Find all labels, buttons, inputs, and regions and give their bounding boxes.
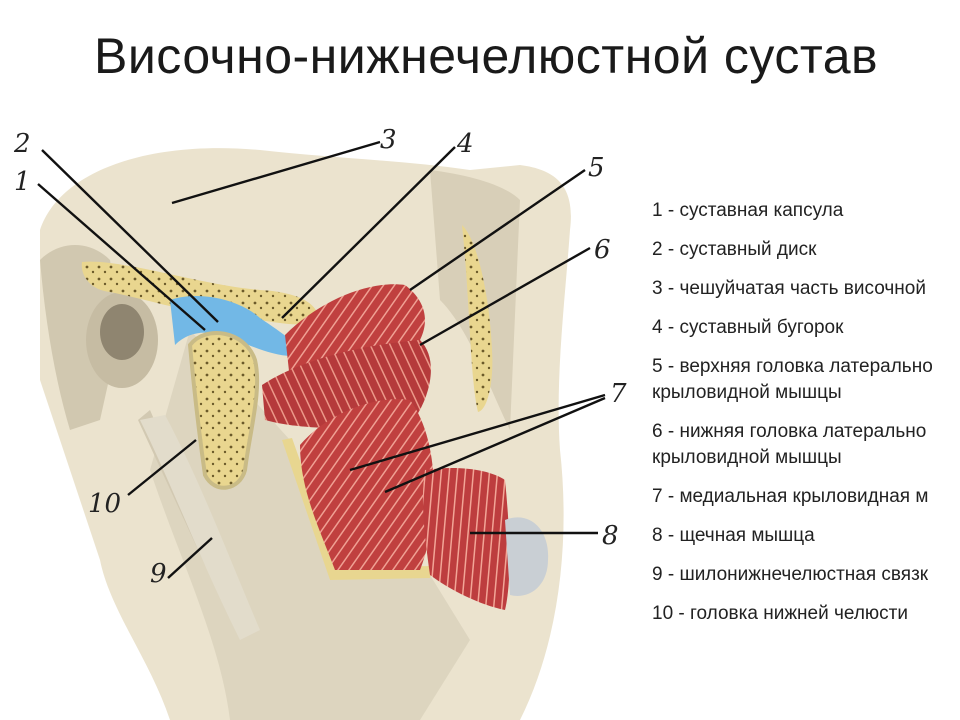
callout-8: 8 — [602, 521, 619, 551]
temporal-bone-section — [81, 261, 319, 325]
legend-item-7: 7 - медиальная крыловидная м — [652, 486, 929, 507]
medial-pterygoid — [300, 399, 434, 570]
legend-item-8: 8 - щечная мышца — [652, 525, 815, 546]
legend-item-9: 9 - шилонижнечелюстная связк — [652, 564, 929, 585]
callout-1: 1 — [14, 167, 31, 197]
mandible-condyle — [187, 331, 260, 490]
callout-2: 2 — [13, 129, 31, 159]
mandible-section — [282, 438, 432, 580]
lateral-pterygoid-upper — [285, 284, 425, 380]
legend-item-5-cont: крыловидной мышцы — [652, 382, 842, 403]
callout-4: 4 — [456, 129, 474, 159]
skull-shadow — [40, 245, 120, 430]
legend-item-6: 6 - нижняя головка латерально — [652, 421, 927, 442]
callout-9: 9 — [150, 559, 167, 589]
legend-item-10: 10 - головка нижней челюсти — [652, 603, 908, 624]
callout-7: 7 — [610, 379, 627, 409]
legend-item-4: 4 - суставный бугорок — [652, 317, 844, 338]
callout-5: 5 — [588, 153, 605, 183]
buccinator — [422, 468, 510, 610]
articular-disc — [170, 296, 300, 357]
legend-item-6-cont: крыловидной мышцы — [652, 447, 842, 468]
ear-canal-opening — [100, 304, 144, 360]
zygomatic-section — [462, 225, 493, 412]
callout-6: 6 — [594, 235, 611, 265]
legend-item-3: 3 - чешуйчатая часть височной — [652, 278, 926, 299]
callout-3: 3 — [380, 125, 397, 155]
legend-item-2: 2 - суставный диск — [652, 239, 817, 260]
slide-title: Височно-нижнечелюстной сустав — [94, 28, 879, 84]
buccal-fat — [505, 517, 549, 596]
legend-item-1: 1 - суставная капсула — [652, 200, 844, 221]
legend: 1 - суставная капсула 2 - суставный диск… — [652, 198, 933, 627]
leader-lines — [37, 140, 606, 579]
stylomandibular-ligament — [140, 415, 260, 640]
legend-item-5: 5 - верхняя головка латерально — [652, 356, 933, 377]
callout-10: 10 — [88, 489, 121, 519]
